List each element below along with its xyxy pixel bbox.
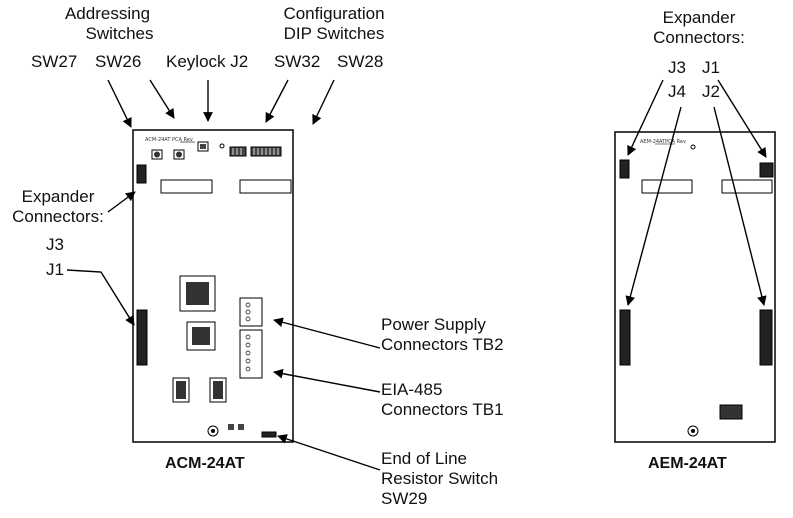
aem-j1-connector — [759, 162, 774, 178]
eol-resistor-label: End of Line Resistor Switch SW29 — [381, 449, 499, 508]
keylock-label: Keylock J2 — [166, 52, 249, 71]
sw26-label: SW26 — [95, 52, 142, 71]
sw32-dip — [229, 146, 247, 157]
aem-j1-label: J1 — [702, 58, 720, 77]
aem-board: AEM-24ATPCA Rev — [614, 131, 776, 443]
aem-j2-label: J2 — [702, 82, 720, 101]
addressing-switches-label: Addressing Switches — [64, 4, 154, 43]
config-dip-switches-label: Configuration DIP Switches — [283, 4, 385, 43]
aem-j4-label: J4 — [668, 82, 686, 101]
acm-board: ACM-24AT PCA Rev — [132, 129, 294, 443]
tb1-terminal — [239, 329, 263, 379]
acm-expander-connectors-label: Expander Connectors: — [12, 187, 104, 226]
acm-j1-connector — [136, 309, 148, 366]
eia485-label: EIA-485 Connectors TB1 — [381, 380, 504, 419]
power-supply-label: Power Supply Connectors TB2 — [381, 315, 504, 354]
acm-j1-label: J1 — [46, 260, 64, 279]
sw28-label: SW28 — [337, 52, 384, 71]
sw27-label: SW27 — [31, 52, 78, 71]
acm-board-text: ACM-24AT PCA Rev — [145, 137, 193, 143]
acm-j3-connector — [136, 164, 147, 184]
acm-arrows — [66, 79, 381, 471]
aem-j3-connector — [619, 159, 630, 179]
aem-arrows — [625, 79, 767, 306]
sw29-switch — [261, 431, 277, 438]
acm-title: ACM-24AT — [165, 455, 245, 472]
aem-j4-connector — [619, 309, 631, 366]
aem-expander-connectors-label: Expander Connectors: — [653, 8, 745, 47]
acm-j3-label: J3 — [46, 235, 64, 254]
aem-j2-connector — [759, 309, 773, 366]
sw32-label: SW32 — [274, 52, 321, 71]
aem-board-text: AEM-24ATPCA Rev — [640, 139, 686, 145]
tb2-terminal — [239, 297, 263, 327]
aem-j3-label: J3 — [668, 58, 686, 77]
aem-title: AEM-24AT — [648, 455, 727, 472]
